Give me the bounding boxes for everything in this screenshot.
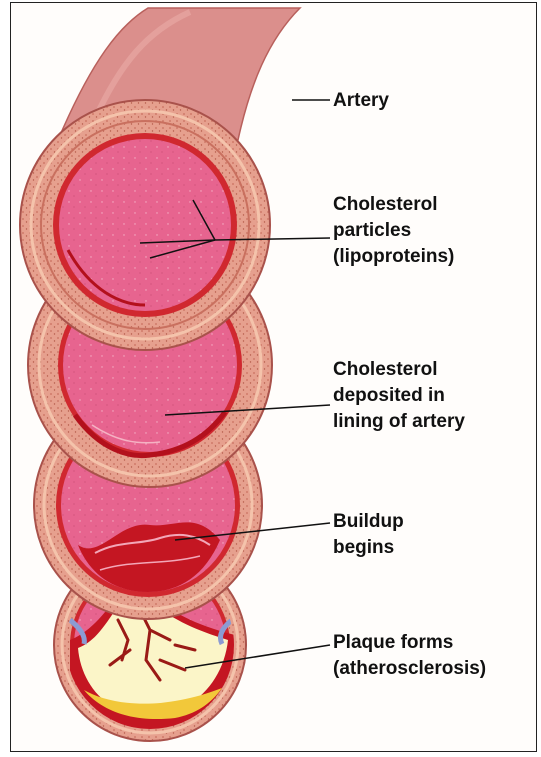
label-buildup: Buildup begins [333,509,404,561]
label-particles-line-1: Cholesterol [333,192,454,218]
label-plaque-line-2: (atherosclerosis) [333,656,486,682]
label-buildup-line-1: Buildup [333,509,404,535]
label-particles-line-3: (lipoproteins) [333,244,454,270]
label-deposited-line-2: deposited in [333,383,465,409]
cross-section-healthy [20,100,270,350]
label-artery: Artery [333,88,389,114]
label-deposited-line-1: Cholesterol [333,357,465,383]
label-plaque-line-1: Plaque forms [333,630,486,656]
label-deposited-line-3: lining of artery [333,409,465,435]
label-cholesterol-particles: Cholesterol particles (lipoproteins) [333,192,454,270]
label-cholesterol-deposited: Cholesterol deposited in lining of arter… [333,357,465,435]
label-buildup-line-2: begins [333,535,404,561]
label-plaque: Plaque forms (atherosclerosis) [333,630,486,682]
label-particles-line-2: particles [333,218,454,244]
label-artery-line: Artery [333,88,389,114]
